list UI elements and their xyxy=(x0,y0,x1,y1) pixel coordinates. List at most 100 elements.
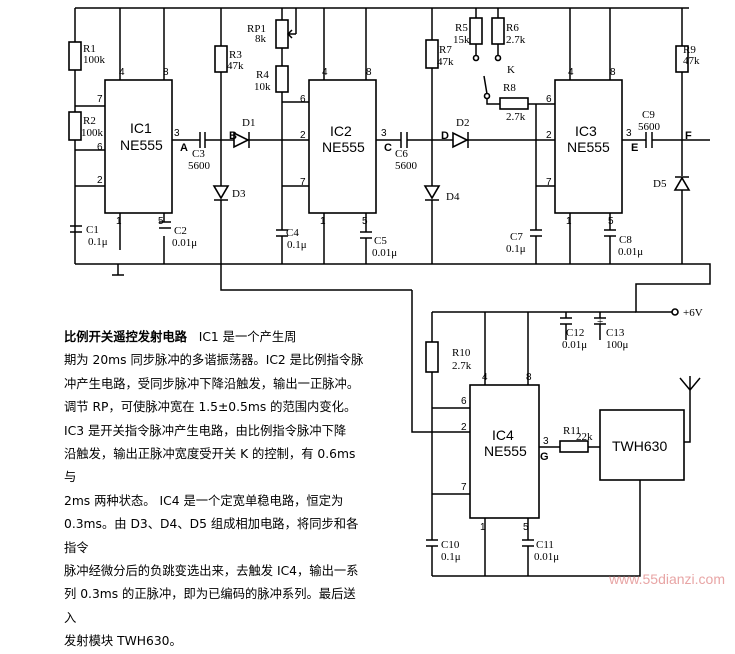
description-title: 比例开关遥控发射电路 xyxy=(64,330,187,344)
svg-text:R8: R8 xyxy=(503,82,516,94)
d4 xyxy=(423,185,441,200)
svg-text:1: 1 xyxy=(320,216,326,227)
svg-text:IC3: IC3 xyxy=(575,123,597,139)
svg-text:7: 7 xyxy=(97,94,103,105)
description-line-7: 0.3ms。由 D3、D4、D5 组成相加电路，将同步和各指令 xyxy=(64,517,359,555)
svg-text:1: 1 xyxy=(116,216,122,227)
svg-text:R3: R3 xyxy=(229,49,242,61)
svg-text:5: 5 xyxy=(362,216,368,227)
r2 xyxy=(68,111,82,141)
svg-text:47k: 47k xyxy=(227,60,244,72)
svg-text:2: 2 xyxy=(300,130,306,141)
rp1 xyxy=(275,19,289,49)
svg-text:IC1: IC1 xyxy=(130,120,152,136)
svg-text:3: 3 xyxy=(626,128,632,139)
svg-text:3: 3 xyxy=(381,128,387,139)
svg-text:0.1μ: 0.1μ xyxy=(506,243,526,255)
d2 xyxy=(452,131,469,149)
svg-text:3: 3 xyxy=(543,436,549,447)
svg-text:5600: 5600 xyxy=(188,160,211,172)
svg-text:C2: C2 xyxy=(174,225,187,237)
svg-text:22k: 22k xyxy=(576,431,593,443)
svg-text:3: 3 xyxy=(174,128,180,139)
svg-text:R2: R2 xyxy=(83,115,96,127)
svg-text:100μ: 100μ xyxy=(606,339,629,351)
svg-text:8: 8 xyxy=(610,67,616,78)
svg-text:5600: 5600 xyxy=(395,160,418,172)
description-line-10: 发射模块 TWH630。 xyxy=(64,634,182,649)
svg-text:D4: D4 xyxy=(446,191,460,203)
svg-text:7: 7 xyxy=(300,177,306,188)
svg-text:D1: D1 xyxy=(242,117,255,129)
svg-text:RP1: RP1 xyxy=(247,23,266,35)
svg-text:C11: C11 xyxy=(536,539,554,551)
svg-text:0.1μ: 0.1μ xyxy=(287,239,307,251)
description-line-8: 脉冲经微分后的负跳变选出来，去触发 IC4，输出一系 xyxy=(64,564,359,579)
description-line-4: IC3 是开关指令脉冲产生电路，由比例指令脉冲下降 xyxy=(64,423,347,438)
c6-d2-d4: C D C6 5600 D2 D4 xyxy=(376,117,555,264)
svg-text:C8: C8 xyxy=(619,234,632,246)
svg-text:C12: C12 xyxy=(566,327,584,339)
svg-text:IC2: IC2 xyxy=(330,123,352,139)
svg-text:R6: R6 xyxy=(506,22,519,34)
svg-text:8: 8 xyxy=(163,67,169,78)
ic3-wiring: R5 15k R6 2.7k K R7 47k R8 2.7k C7 0.1μ … xyxy=(425,8,643,264)
svg-text:R5: R5 xyxy=(455,22,468,34)
svg-text:C7: C7 xyxy=(510,231,523,243)
svg-text:1: 1 xyxy=(480,522,486,533)
svg-text:C9: C9 xyxy=(642,109,655,121)
svg-text:R11: R11 xyxy=(563,425,581,437)
svg-text:8: 8 xyxy=(526,372,532,383)
svg-text:5: 5 xyxy=(523,522,529,533)
svg-text:10k: 10k xyxy=(254,81,271,93)
svg-text:+: + xyxy=(597,316,603,328)
svg-text:NE555: NE555 xyxy=(322,139,365,155)
svg-text:C1: C1 xyxy=(86,224,99,236)
svg-text:D2: D2 xyxy=(456,117,469,129)
svg-text:2: 2 xyxy=(97,175,103,186)
svg-text:G: G xyxy=(540,451,549,463)
c9-d5-r9: E F C9 5600 D5 R9 47k xyxy=(622,8,710,264)
svg-text:4: 4 xyxy=(119,67,125,78)
svg-text:R4: R4 xyxy=(256,69,269,81)
svg-text:TWH630: TWH630 xyxy=(612,438,667,454)
r6 xyxy=(491,17,505,45)
r4 xyxy=(275,65,289,93)
svg-text:8: 8 xyxy=(366,67,372,78)
svg-text:6: 6 xyxy=(97,142,103,153)
r7 xyxy=(425,39,439,69)
svg-text:4: 4 xyxy=(568,67,574,78)
svg-text:1: 1 xyxy=(566,216,572,227)
r3 xyxy=(214,45,228,73)
description-line-2: 冲产生电路，受同步脉冲下降沿触发，输出一正脉冲。 xyxy=(64,376,360,391)
svg-text:2.7k: 2.7k xyxy=(452,360,472,372)
svg-text:5600: 5600 xyxy=(638,121,661,133)
svg-text:5: 5 xyxy=(608,216,614,227)
switch-k xyxy=(483,75,488,95)
svg-text:C: C xyxy=(384,142,392,154)
svg-text:C6: C6 xyxy=(395,148,408,160)
svg-text:NE555: NE555 xyxy=(484,443,527,459)
svg-text:B: B xyxy=(229,130,237,142)
svg-text:C13: C13 xyxy=(606,327,625,339)
svg-text:100k: 100k xyxy=(81,127,104,139)
r9 xyxy=(675,45,689,73)
svg-text:IC4: IC4 xyxy=(492,427,514,443)
description-line-1: 期为 20ms 同步脉冲的多谐振荡器。IC2 是比例指令脉 xyxy=(64,353,364,368)
d5 xyxy=(673,176,691,191)
svg-text:D5: D5 xyxy=(653,178,667,190)
svg-text:K: K xyxy=(507,64,515,76)
svg-text:F: F xyxy=(685,130,692,142)
svg-text:15k: 15k xyxy=(453,34,470,46)
svg-text:7: 7 xyxy=(546,177,552,188)
twh630-module xyxy=(599,409,685,481)
r5 xyxy=(469,17,483,45)
svg-text:A: A xyxy=(180,142,188,154)
r8 xyxy=(499,97,529,110)
svg-text:100k: 100k xyxy=(83,54,106,66)
svg-text:0.1μ: 0.1μ xyxy=(88,236,108,248)
